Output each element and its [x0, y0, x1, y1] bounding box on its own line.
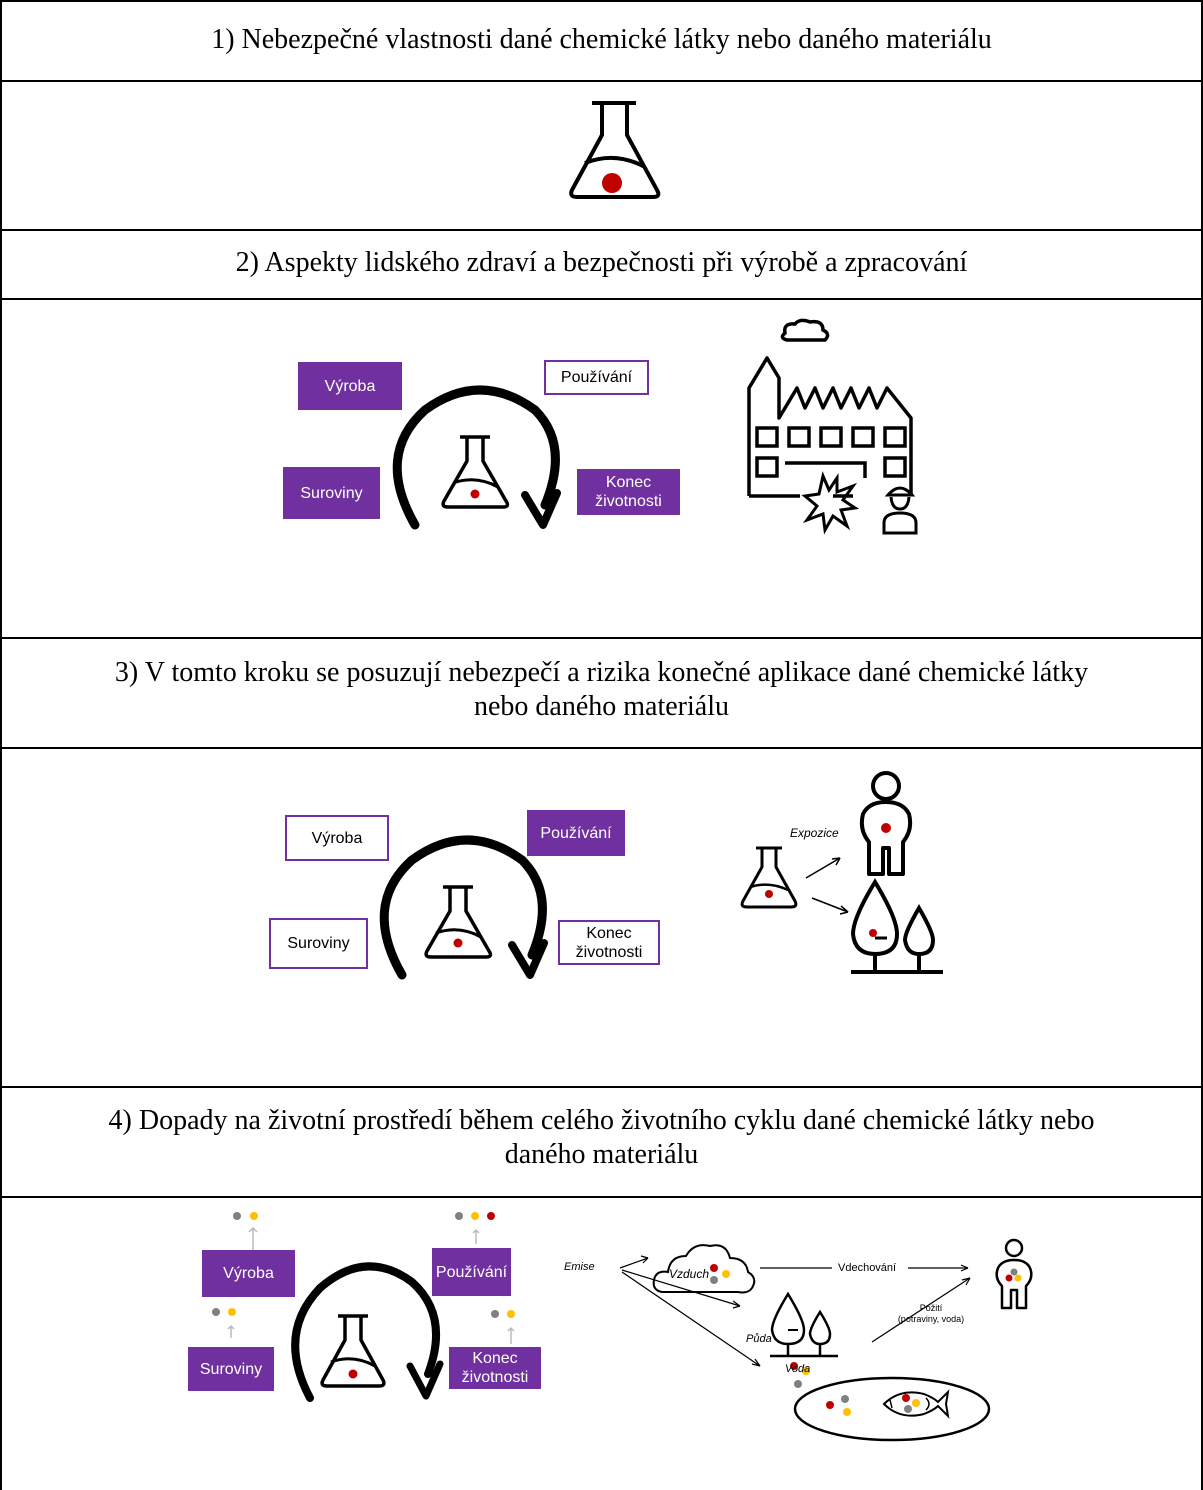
production-box: Výroba	[298, 362, 402, 410]
table-border-right	[1201, 0, 1203, 1490]
soil-label: Půda	[746, 1333, 772, 1345]
end-of-life-box: Konec životnosti	[558, 920, 660, 965]
cycle-arrow-icon	[379, 835, 548, 980]
raw-materials-box: Suroviny	[269, 918, 368, 969]
row-divider	[0, 1196, 1203, 1198]
section-1-title: 1) Nebezpečné vlastnosti dané chemické l…	[211, 24, 992, 55]
emission-arrows	[619, 1255, 971, 1367]
section-3-title-line1: 3) V tomto kroku se posuzují nebezpečí a…	[114, 657, 1089, 688]
use-box: Používání	[527, 810, 625, 856]
flask-icon	[441, 435, 510, 509]
table-border-top	[0, 0, 1203, 2]
production-box: Výroba	[202, 1250, 295, 1297]
air-label: Vzduch	[669, 1267, 710, 1281]
ingestion-label-line2: (potraviny, voda)	[897, 1314, 965, 1324]
section-3-title-line2: nebo daného materiálu	[473, 691, 729, 722]
end-of-life-label-line2: životnosti	[461, 1369, 529, 1386]
dots-raw-materials	[212, 1308, 236, 1338]
tree-icon	[850, 878, 943, 974]
water-body	[793, 1376, 991, 1442]
end-of-life-box: Konec životnosti	[577, 469, 680, 515]
end-of-life-box: Konec životnosti	[449, 1347, 541, 1389]
production-box: Výroba	[285, 815, 389, 861]
row-divider	[0, 229, 1203, 231]
explosion-icon	[801, 471, 860, 535]
tree-icon	[770, 1291, 838, 1358]
end-of-life-label-line1: Konec	[586, 924, 632, 942]
flask-icon	[320, 1314, 386, 1388]
dots-production	[233, 1212, 258, 1252]
ingestion-label-line1: Požití	[919, 1303, 943, 1313]
cycle-arrow-icon	[392, 385, 561, 530]
dots-soil	[790, 1362, 810, 1388]
water-label: Voda	[785, 1363, 811, 1375]
section-4-title: 4) Dopady na životní prostředí během cel…	[6, 1104, 1197, 1172]
exposure-label: Expozice	[790, 826, 839, 840]
section-3-title: 3) V tomto kroku se posuzují nebezpečí a…	[6, 656, 1197, 724]
use-box: Používání	[432, 1248, 511, 1296]
worker-icon	[882, 486, 918, 535]
end-of-life-label-line1: Konec	[472, 1350, 518, 1367]
section-2-title: 2) Aspekty lidského zdraví a bezpečnosti…	[235, 247, 968, 278]
end-of-life-label-line2: životnosti	[595, 493, 662, 510]
raw-materials-box: Suroviny	[283, 467, 380, 519]
person-icon	[859, 771, 913, 876]
emission-label: Emise	[564, 1261, 595, 1273]
cloud-icon	[652, 1244, 756, 1294]
dots-end-of-life	[491, 1310, 515, 1344]
row-divider	[0, 298, 1203, 300]
row-divider	[0, 637, 1203, 639]
use-box: Používání	[544, 360, 649, 395]
factory-icon	[747, 318, 913, 498]
fish-icon	[882, 1389, 950, 1419]
flask-icon	[569, 101, 661, 199]
table-border-left	[0, 0, 2, 1490]
raw-materials-box: Suroviny	[188, 1347, 274, 1391]
dots-use	[455, 1212, 495, 1244]
cycle-arrow-icon	[291, 1262, 444, 1402]
ingestion-label: Požití (potraviny, voda)	[876, 1303, 986, 1325]
end-of-life-label-line1: Konec	[605, 474, 652, 491]
row-divider	[0, 1086, 1203, 1088]
end-of-life-label-line2: životnosti	[575, 943, 643, 961]
inhalation-label: Vdechování	[838, 1262, 897, 1274]
section-4-title-line2: daného materiálu	[504, 1139, 699, 1170]
flask-icon	[740, 846, 798, 909]
flask-icon	[424, 885, 493, 959]
row-divider	[0, 80, 1203, 82]
row-divider	[0, 747, 1203, 749]
person-icon	[995, 1238, 1033, 1310]
section-4-title-line1: 4) Dopady na životní prostředí během cel…	[108, 1105, 1095, 1136]
arrow-icon	[805, 857, 849, 915]
